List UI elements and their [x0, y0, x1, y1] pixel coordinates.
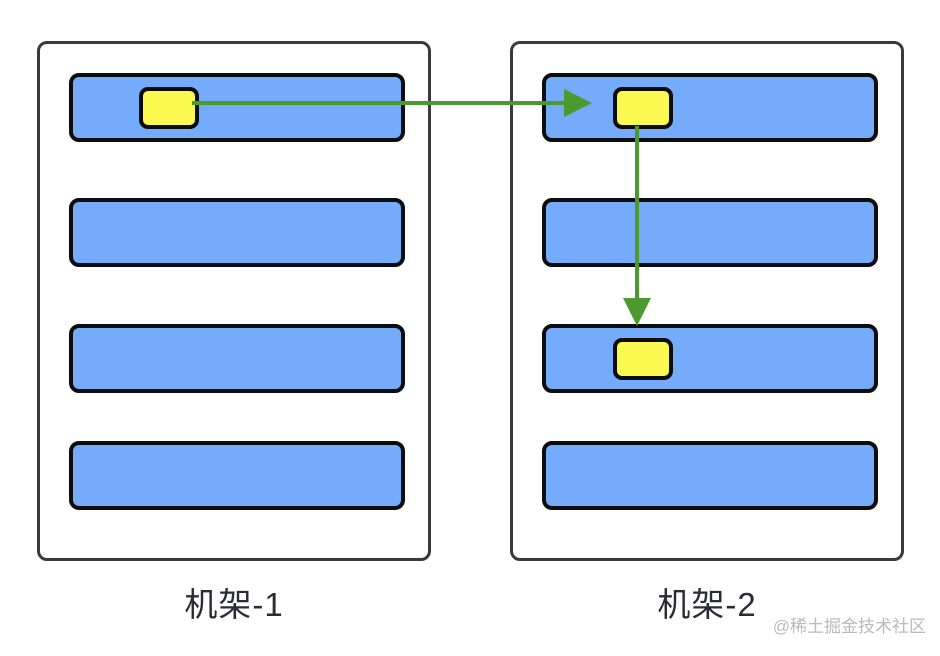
rack-2-slot-2-vm[interactable] — [613, 337, 673, 380]
rack-2-slot-0-vm[interactable] — [613, 86, 673, 129]
rack-1-slot-0[interactable] — [69, 73, 405, 142]
rack-2-slot-3[interactable] — [542, 441, 878, 510]
watermark: @稀土掘金技术社区 — [772, 617, 926, 636]
rack-label-2: 机架-2 — [657, 586, 757, 623]
rack-1-slot-1[interactable] — [69, 198, 405, 267]
rack-1-slot-0-vm[interactable] — [139, 86, 199, 129]
rack-label-1: 机架-1 — [184, 586, 284, 623]
rack-container-2 — [510, 41, 904, 561]
rack-2-slot-0[interactable] — [542, 73, 878, 142]
rack-container-1 — [37, 41, 431, 561]
rack-2-slot-2[interactable] — [542, 324, 878, 393]
rack-1-slot-3[interactable] — [69, 441, 405, 510]
rack-1-slot-2[interactable] — [69, 324, 405, 393]
rack-2-slot-1[interactable] — [542, 198, 878, 267]
